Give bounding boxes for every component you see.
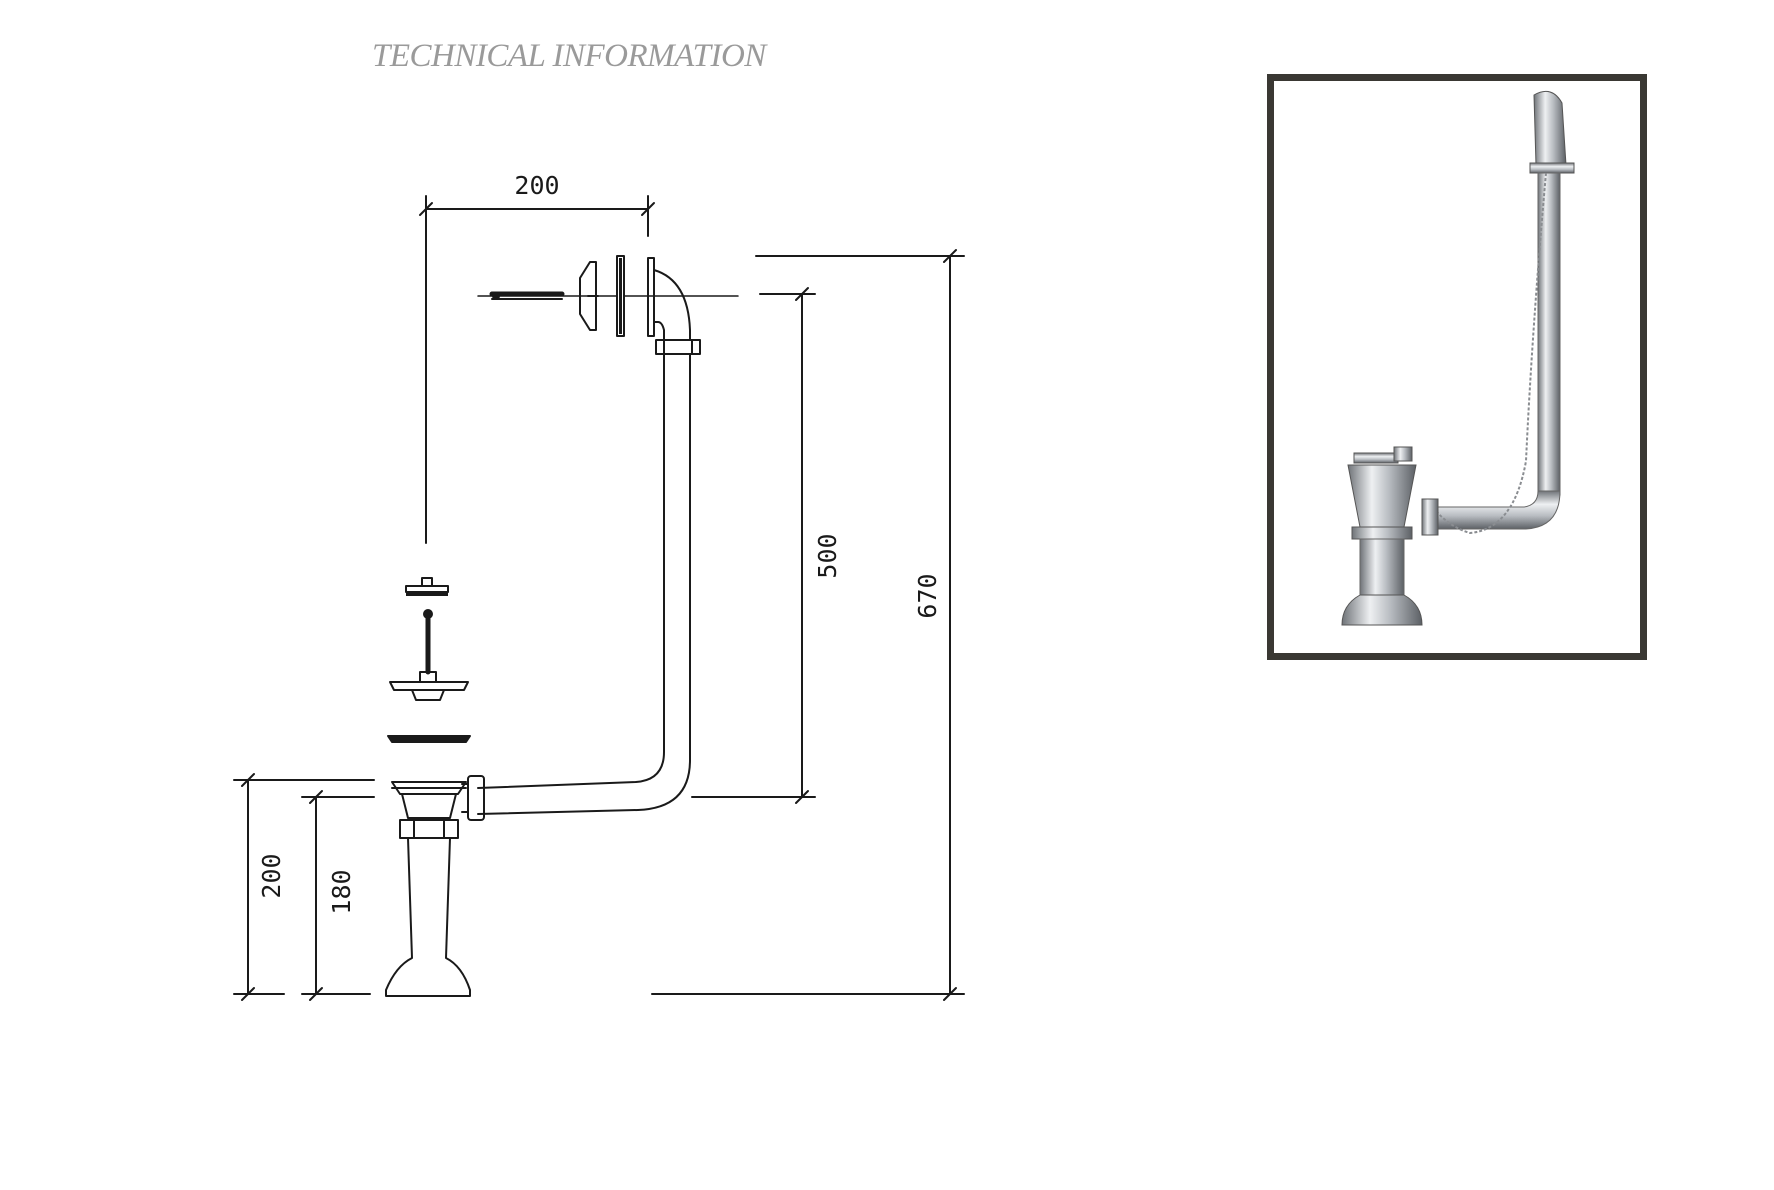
dim-overall-height-lines [651,249,965,1001]
product-photo-frame [1267,74,1647,660]
dim-label-overall-height: 670 [913,573,942,618]
dim-label-riser-height: 500 [813,533,842,578]
dim-base-lines [233,773,375,1001]
section-heading: TECHNICAL INFORMATION [372,38,766,74]
dim-label-foot-height: 180 [327,869,356,914]
plug-parts [387,577,471,743]
dim-label-base-height: 200 [257,853,286,898]
product-photo [1341,90,1575,626]
waste-body [385,775,485,997]
dim-riser-height-lines [691,287,816,804]
dim-label-top-width: 200 [514,171,559,200]
overflow-pipe [477,353,691,815]
dim-top-width-lines [419,195,655,544]
overflow-assembly [477,255,739,355]
